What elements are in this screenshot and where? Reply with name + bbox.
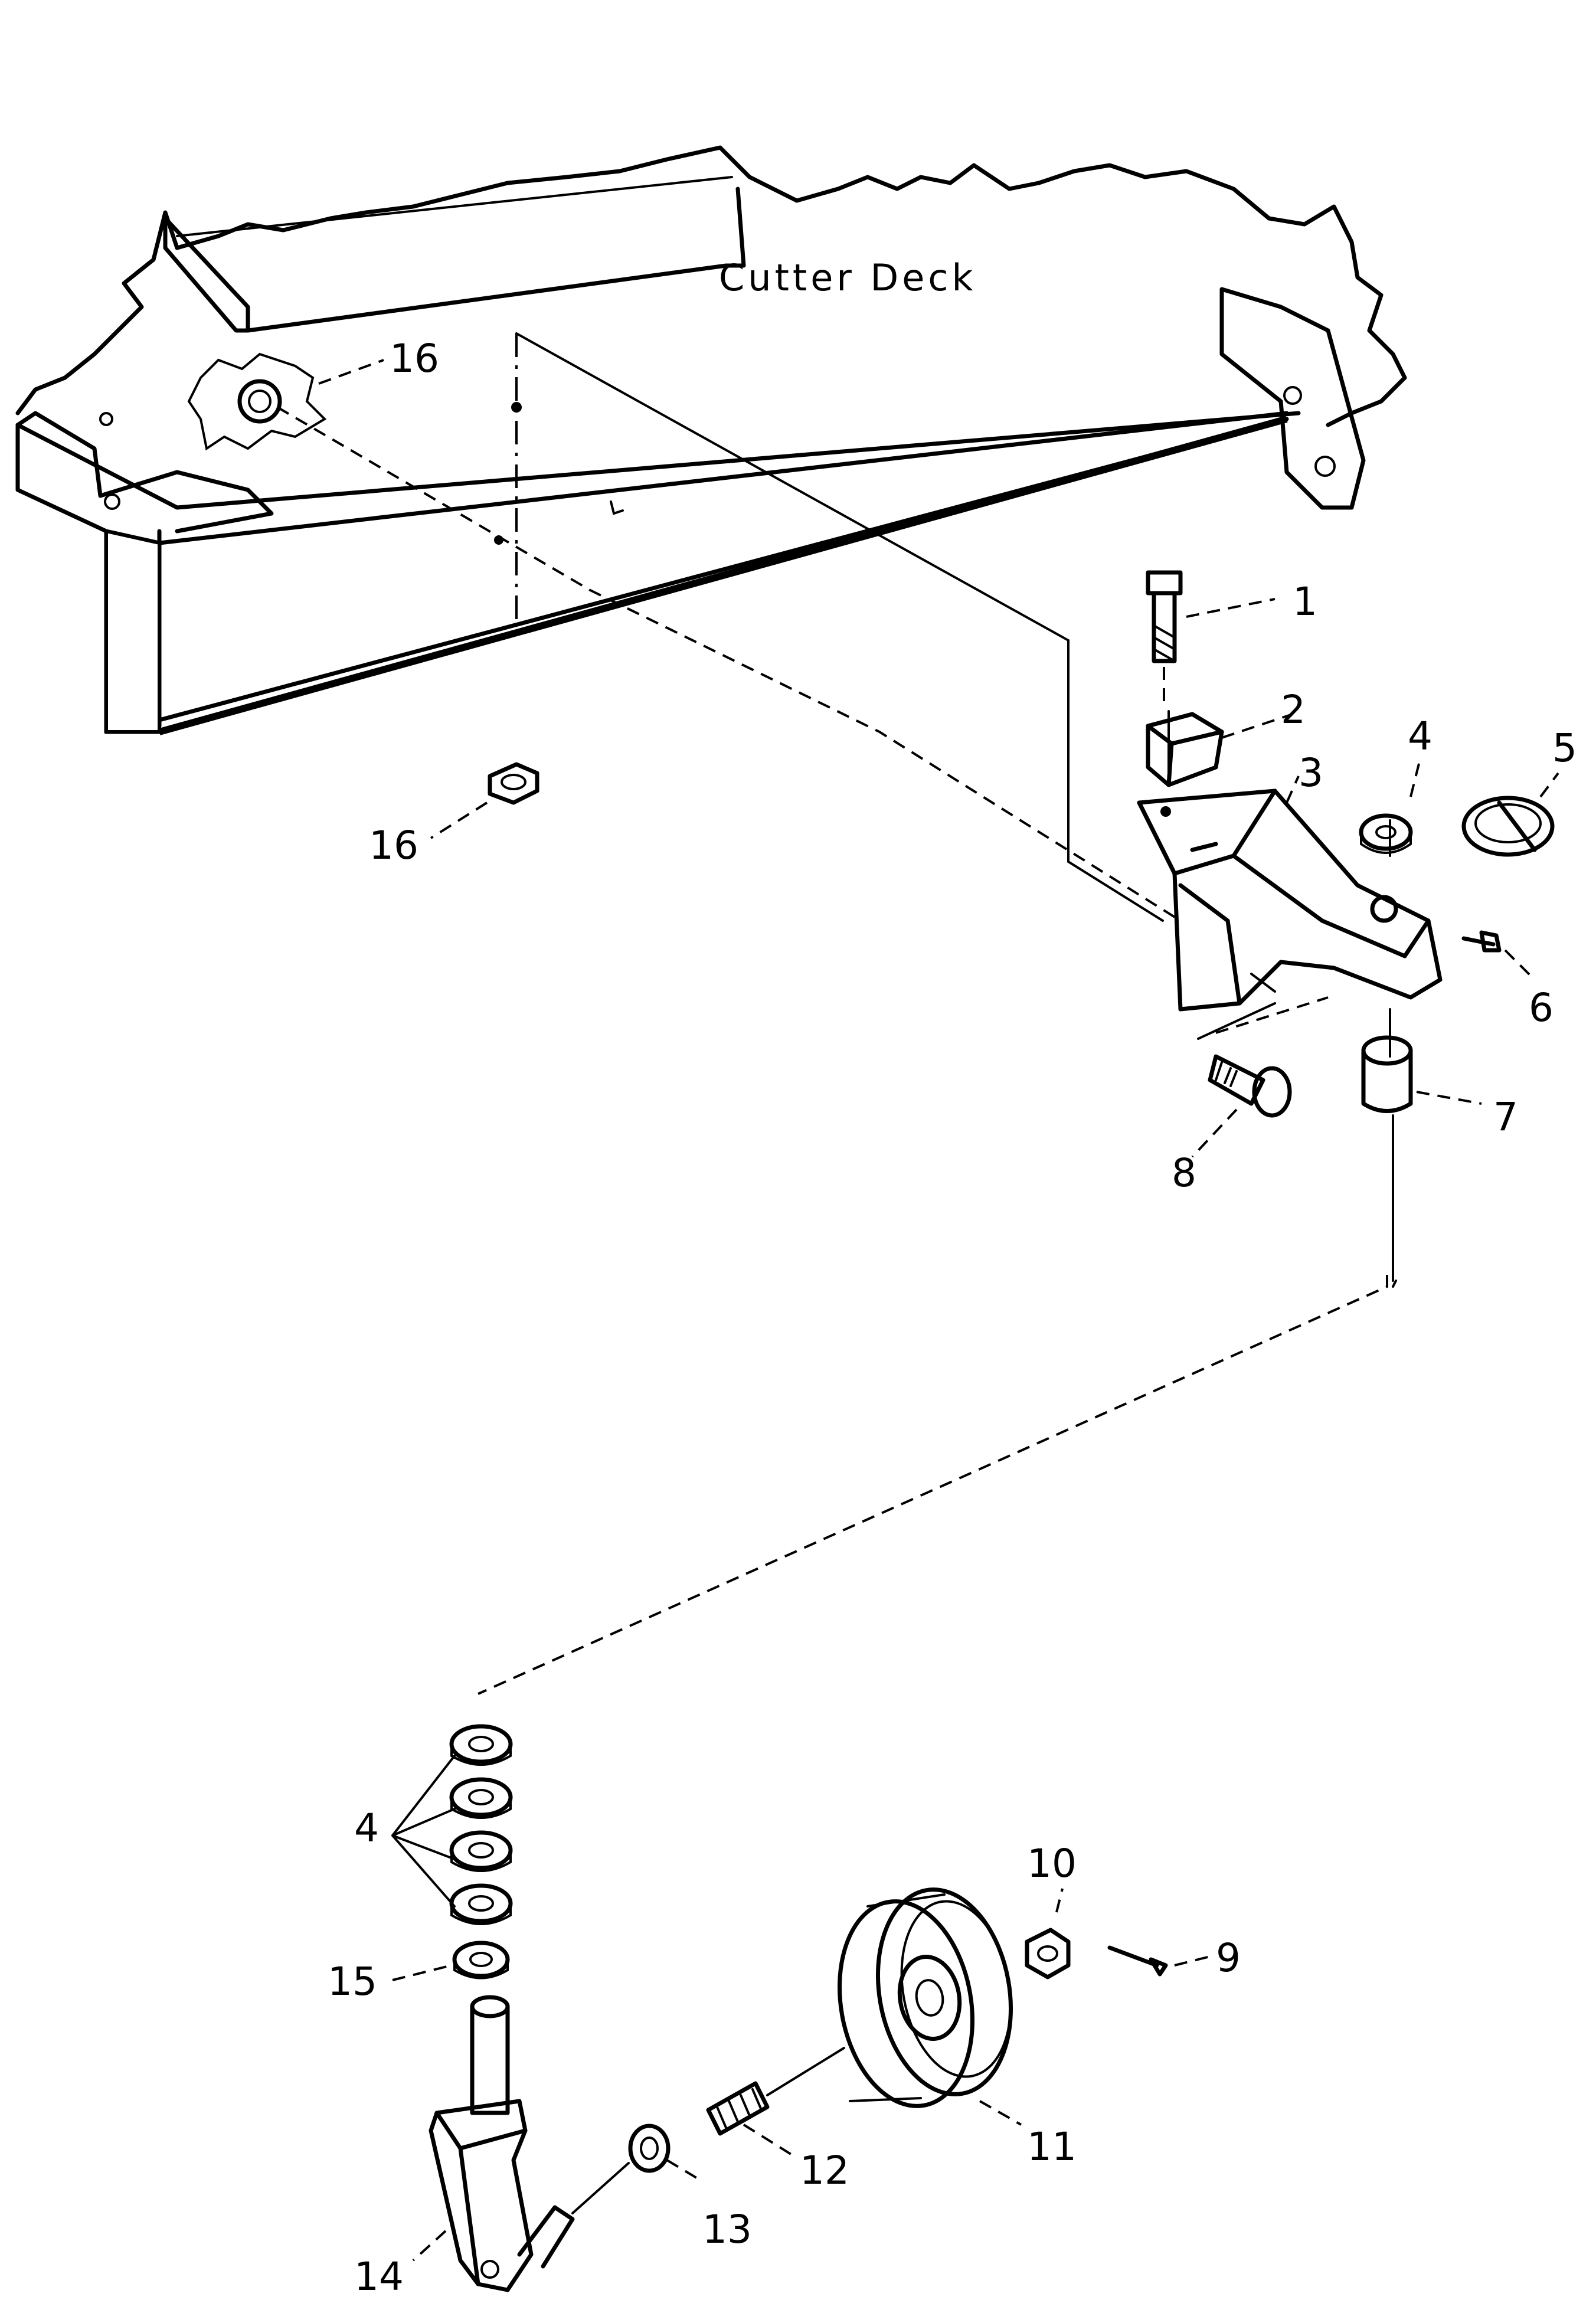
- callout-1: 1: [1293, 579, 1317, 624]
- callout-8: 8: [1172, 1150, 1196, 1196]
- callout-16-nut: 16: [369, 823, 418, 868]
- callout-11: 11: [1027, 2124, 1077, 2170]
- cutter-deck: [15, 145, 1407, 735]
- callout-labels: 1 2 3 4 5 6 7 8 9 10 11 12 13 14 15 4 16…: [328, 336, 1577, 2299]
- part-1-bolt: [1146, 570, 1276, 702]
- part-5-clip: [1461, 772, 1559, 857]
- part-12-axle-bolt: [706, 2047, 845, 2155]
- callout-12: 12: [800, 2148, 849, 2193]
- part-6-fitting: [1461, 930, 1536, 981]
- washer-stack: [391, 1724, 513, 1981]
- callout-4-top: 4: [1408, 714, 1433, 759]
- part-4-washer: [1359, 761, 1421, 854]
- callout-2: 2: [1281, 687, 1306, 732]
- callout-10: 10: [1027, 1841, 1077, 1886]
- part-3-bracket: [1137, 776, 1443, 1040]
- part-9-bolt: [1107, 1945, 1211, 1977]
- callout-13: 13: [702, 2207, 752, 2252]
- callout-3: 3: [1299, 750, 1323, 796]
- part-16-nut: [318, 359, 539, 839]
- part-11-wheel: [837, 1887, 1022, 2126]
- callout-7: 7: [1493, 1094, 1518, 1140]
- callout-9: 9: [1216, 1935, 1241, 1981]
- part-7-bushing: [1361, 1035, 1482, 1113]
- callout-5: 5: [1552, 725, 1577, 771]
- part-2-block: [1146, 712, 1293, 787]
- deck-label: Cutter Deck: [719, 256, 976, 299]
- part-14-caster-fork: [412, 1995, 575, 2292]
- callout-6: 6: [1529, 985, 1554, 1030]
- callout-15: 15: [328, 1959, 377, 2004]
- callout-4-stack: 4: [354, 1805, 379, 1851]
- part-8-pin: [1191, 1054, 1292, 1158]
- part-10-nut: [1025, 1888, 1071, 1980]
- callout-14: 14: [354, 2254, 404, 2299]
- part-13-spacer: [571, 2124, 698, 2214]
- callout-16-top: 16: [390, 336, 439, 381]
